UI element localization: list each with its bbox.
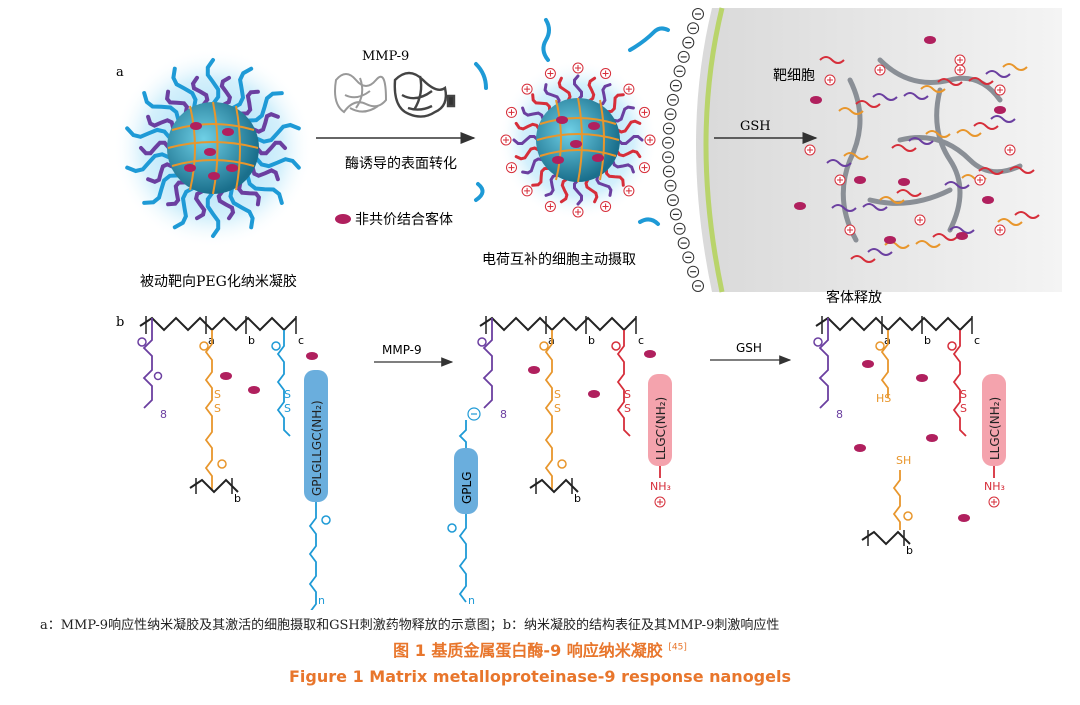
ss-1b: S — [214, 402, 221, 415]
ss-3b: S — [960, 402, 967, 415]
polymer-structure-2: a b c 8 S S b S S LLGC(NH₂) NH₃ — [477, 316, 672, 508]
mmp9-protein-structure — [334, 71, 456, 118]
sub-c-1: c — [298, 334, 304, 347]
sub-8-1: 8 — [160, 408, 167, 421]
peptide-box-llgc-2 — [648, 374, 672, 466]
target-cell — [661, 7, 1062, 293]
peptide-llgc-label-3: LLGC(NH₂) — [988, 397, 1002, 460]
figure-description: a：MMP-9响应性纳米凝胶及其激活的细胞摄取和GSH刺激药物释放的示意图；b：… — [40, 618, 780, 633]
sub-n-1: n — [318, 594, 325, 607]
sub-n-2: n — [468, 594, 475, 607]
polymer-structure-1: a b c 8 S S b S S GPLGLLGC(NH₂) n — [137, 316, 331, 610]
gsh-label-b: GSH — [736, 341, 762, 355]
sub-b-1b: b — [234, 492, 241, 505]
cell-uptake-label: 电荷互补的细胞主动摄取 — [482, 252, 636, 268]
figure-title-en: Figure 1 Matrix metalloproteinase-9 resp… — [289, 667, 791, 686]
figure-title-cn-text: 图 1 基质金属蛋白酶-9 响应纳米凝胶 — [393, 641, 663, 660]
figure-diagram: a 被动靶向PEG化纳米凝胶 MMP-9 酶诱导的表面转化 非共价结合客体 — [113, 7, 1062, 610]
ss-3a: S — [960, 388, 967, 401]
peptide-box-llgc-3 — [982, 374, 1006, 466]
sub-b-2b: b — [574, 492, 581, 505]
sub-8-3: 8 — [836, 408, 843, 421]
passive-nanogel-label: 被动靶向PEG化纳米凝胶 — [140, 273, 297, 290]
hs-label-3: HS — [876, 392, 891, 405]
panel-a-label: a — [116, 65, 124, 80]
figure-title-cn: 图 1 基质金属蛋白酶-9 响应纳米凝胶 [45] — [0, 637, 1080, 661]
sub-b-1: b — [248, 334, 255, 347]
gplg-fragment: GPLG n — [447, 407, 481, 607]
charged-nanogel — [498, 60, 658, 220]
guest-legend-icon — [335, 214, 351, 224]
sub-c-2: c — [638, 334, 644, 347]
sub-b-2: b — [588, 334, 595, 347]
peptide-gplg-label: GPLG — [460, 471, 474, 504]
ss-2c: S — [624, 388, 631, 401]
sh-label-3: SH — [896, 454, 911, 467]
enzyme-transform-label: 酶诱导的表面转化 — [345, 156, 457, 172]
ss-1d: S — [284, 402, 291, 415]
gsh-label-a: GSH — [740, 119, 771, 134]
target-cell-label: 靶细胞 — [773, 68, 815, 84]
peptide-box-full — [304, 370, 328, 502]
sub-8-2: 8 — [500, 408, 507, 421]
guest-release-label: 客体释放 — [826, 289, 882, 306]
polymer-structure-3: a b c 8 HS S S LLGC(NH₂) NH₃ SH b — [813, 316, 1006, 557]
mmp9-enzyme-label: MMP-9 — [362, 49, 409, 64]
nh3-label-3: NH₃ — [984, 480, 1005, 493]
guest-legend-label: 非共价结合客体 — [355, 211, 453, 228]
figure-ref: [45] — [668, 642, 687, 653]
sub-b-3b: b — [906, 544, 913, 557]
peptide-llgc-label-2: LLGC(NH₂) — [654, 397, 668, 460]
sub-b-3: b — [924, 334, 931, 347]
ss-1c: S — [284, 388, 291, 401]
ss-2d: S — [624, 402, 631, 415]
ss-1a: S — [214, 388, 221, 401]
peg-nanogel — [113, 48, 313, 248]
nh3-label-2: NH₃ — [650, 480, 671, 493]
cleaved-peg-fragments — [474, 18, 670, 226]
mmp9-label-b: MMP-9 — [382, 343, 422, 357]
ss-2b: S — [554, 402, 561, 415]
peptide-full-label: GPLGLLGC(NH₂) — [310, 400, 324, 496]
sub-c-3: c — [974, 334, 980, 347]
released-network — [794, 36, 1040, 263]
panel-b-label: b — [116, 315, 124, 330]
ss-2a: S — [554, 388, 561, 401]
